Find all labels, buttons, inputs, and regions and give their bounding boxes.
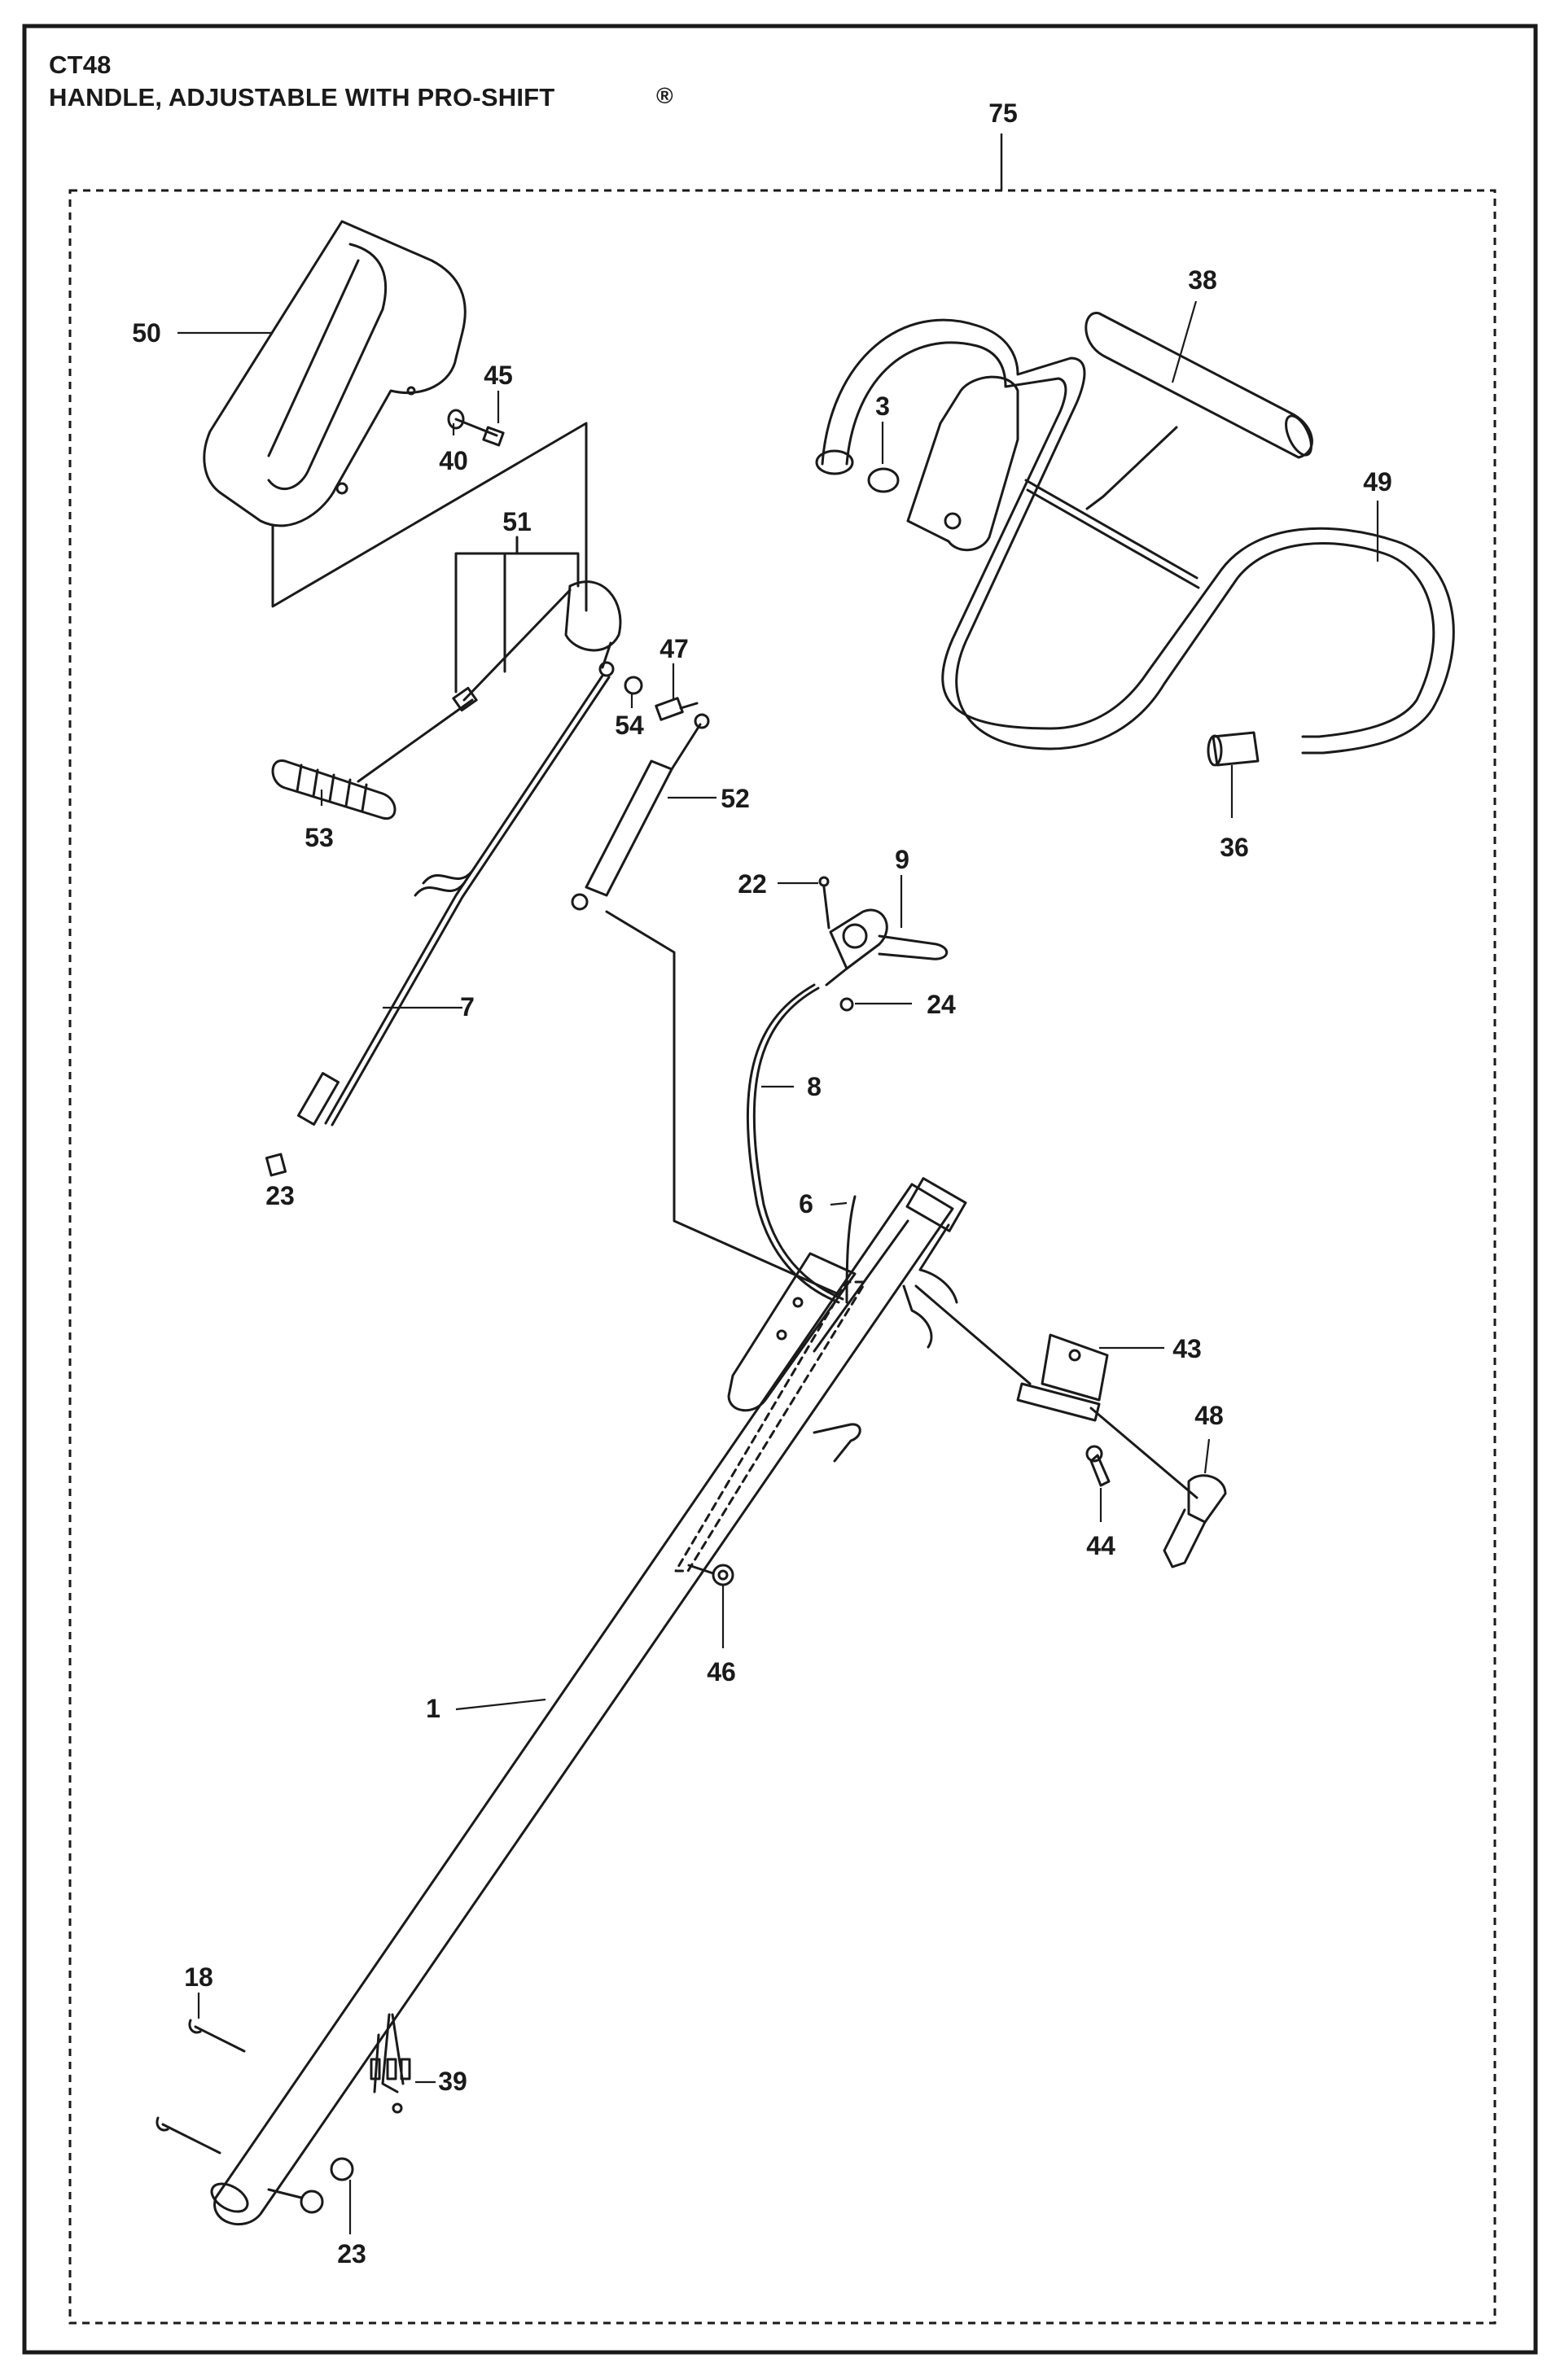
model-code: CT48 <box>49 50 112 79</box>
callout-75: 75 <box>988 98 1018 128</box>
callout-40: 40 <box>439 446 468 475</box>
callout-3: 3 <box>875 392 890 421</box>
routing-line <box>605 910 840 1296</box>
callout-43: 43 <box>1172 1334 1202 1363</box>
callout-36: 36 <box>1220 833 1249 862</box>
roller-part-38 <box>1085 312 1313 510</box>
callout-8: 8 <box>807 1072 822 1101</box>
shift-lever-part-51 <box>452 580 622 712</box>
nut-part-23 <box>267 2157 354 2214</box>
diagram-title: HANDLE, ADJUSTABLE WITH PRO-SHIFT <box>49 83 555 112</box>
cable-part-8 <box>746 983 840 1304</box>
callout-38: 38 <box>1188 265 1217 295</box>
cable-part-7 <box>265 674 611 1177</box>
callout-45: 45 <box>484 361 513 390</box>
callout-9: 9 <box>895 845 909 874</box>
assembly-bracket-51 <box>271 422 588 612</box>
end-cap-part-36 <box>1207 731 1260 767</box>
bolt-part-18 <box>156 2019 246 2155</box>
fastener-part-47 <box>655 697 699 721</box>
callout-22: 22 <box>738 869 767 899</box>
callout-54: 54 <box>615 711 644 740</box>
callout-51: 51 <box>502 507 532 536</box>
clamp-part-43 <box>914 1284 1198 1499</box>
callout-53: 53 <box>305 823 334 852</box>
callout-46: 46 <box>707 1657 736 1687</box>
screw-part-45 <box>447 409 505 447</box>
shift-control-part-9 <box>818 876 948 1012</box>
knob-part-48 <box>1163 1474 1227 1568</box>
callout-7: 7 <box>460 992 475 1022</box>
harness-part-39 <box>370 2013 411 2114</box>
clamp-part-3 <box>867 375 1019 552</box>
nut-part-46 <box>687 1564 734 1586</box>
callout-23-top: 23 <box>265 1181 295 1210</box>
callout-52: 52 <box>721 784 750 813</box>
leader-51 <box>454 536 580 693</box>
callout-47: 47 <box>659 634 689 663</box>
callout-1: 1 <box>426 1694 440 1723</box>
callout-24: 24 <box>927 990 956 1019</box>
screw-part-44 <box>1085 1445 1111 1487</box>
callout-44: 44 <box>1086 1531 1115 1560</box>
outer-frame <box>22 24 1538 2355</box>
main-tube-part-1 <box>210 1177 967 2226</box>
cover-part-50 <box>203 220 467 527</box>
callout-49: 49 <box>1363 467 1392 497</box>
grip-part-53 <box>271 698 474 820</box>
callout-39: 39 <box>438 2067 467 2096</box>
callout-23-bottom: 23 <box>337 2239 366 2268</box>
nut-part-54 <box>624 676 643 695</box>
callout-50: 50 <box>132 318 161 348</box>
callout-18: 18 <box>184 1962 213 1992</box>
wire-part-6 <box>845 1195 857 1304</box>
gas-spring-part-52 <box>571 713 710 911</box>
tube-bracket <box>727 1252 933 1463</box>
callout-6: 6 <box>799 1189 813 1218</box>
trademark-symbol: ® <box>656 83 673 108</box>
callout-48: 48 <box>1194 1401 1224 1430</box>
handlebar-part-49 <box>815 318 1455 755</box>
assembly-boundary <box>68 189 1496 2325</box>
inner-tube-dashed <box>674 1280 865 1573</box>
